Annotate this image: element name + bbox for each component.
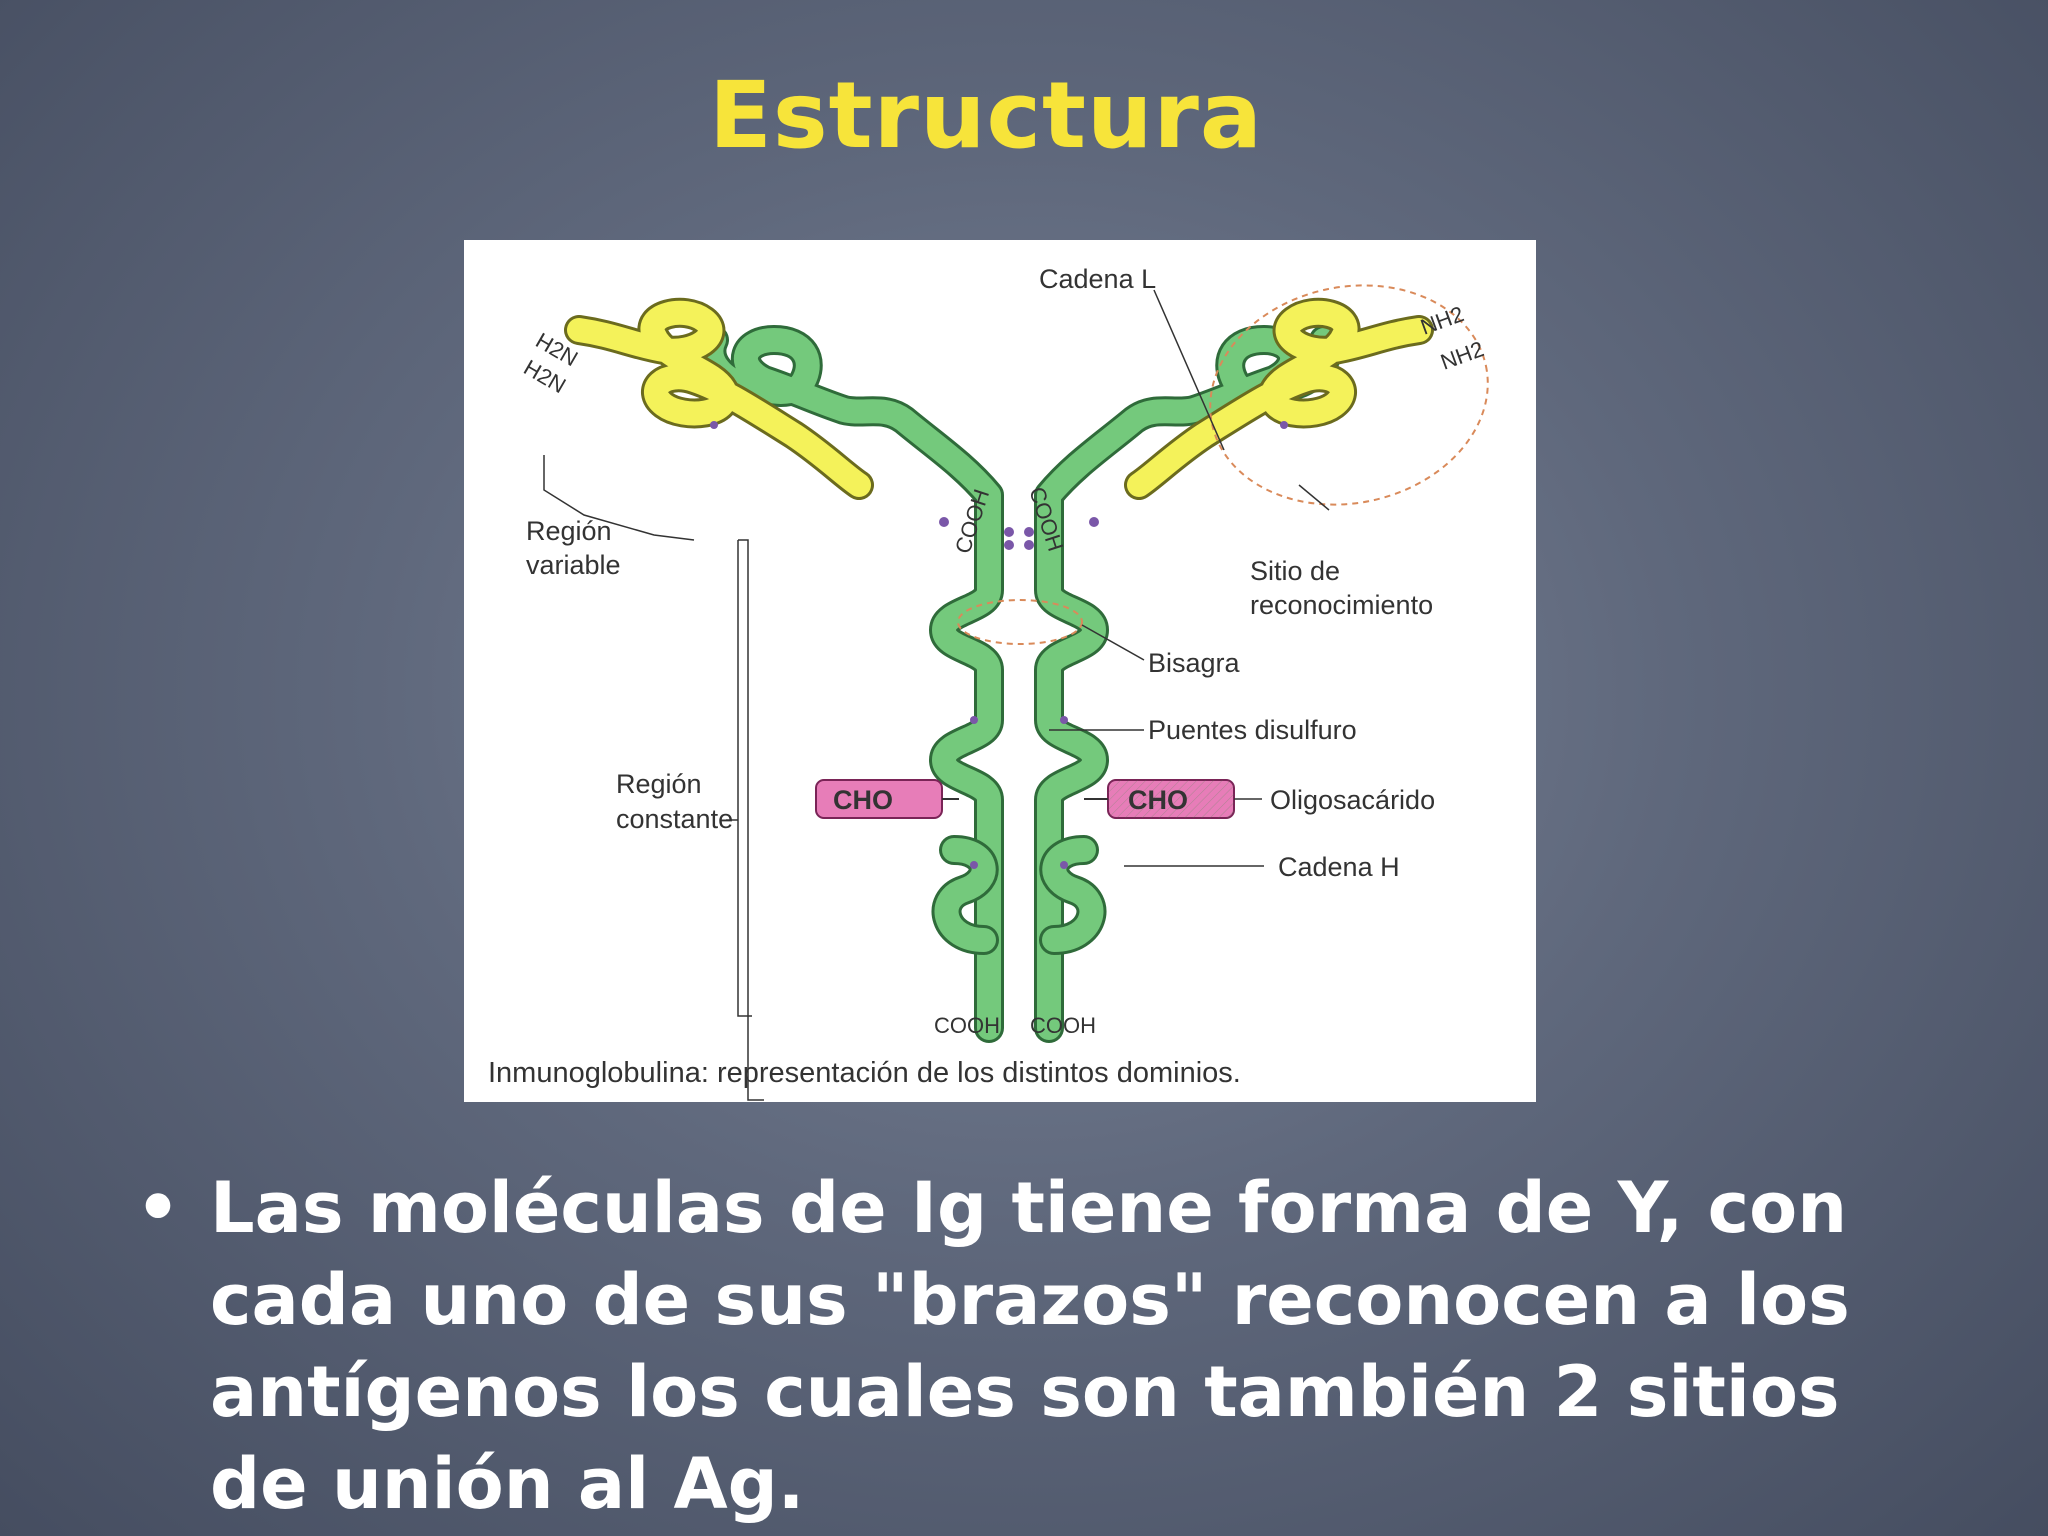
label-puentes: Puentes disulfuro xyxy=(1148,715,1357,745)
antibody-diagram-panel: Cadena L H2N H2N NH2 NH2 Región variable… xyxy=(464,240,1536,1102)
label-cadena-l: Cadena L xyxy=(1039,264,1156,294)
label-sitio-1: Sitio de xyxy=(1250,556,1340,586)
disulfide-bonds xyxy=(710,421,1288,869)
figure-caption: Inmunoglobulina: representación de los d… xyxy=(488,1057,1241,1089)
slide-title: Estructura xyxy=(709,62,1263,169)
label-region-constante-2: constante xyxy=(616,804,733,834)
heavy-chain-left xyxy=(696,325,1004,1043)
label-region-variable-1: Región xyxy=(526,516,612,546)
label-nh2-bottom: NH2 xyxy=(1437,336,1487,375)
antibody-diagram: Cadena L H2N H2N NH2 NH2 Región variable… xyxy=(488,264,1489,1101)
label-nh2-top: NH2 xyxy=(1417,301,1467,340)
constant-domains xyxy=(931,835,1107,955)
leader-lines xyxy=(543,289,1330,1101)
label-region-variable-2: variable xyxy=(526,550,621,580)
hinge-outline xyxy=(957,599,1083,645)
label-cooh-bottom-left: COOH xyxy=(934,1013,1000,1038)
label-sitio-2: reconocimiento xyxy=(1250,590,1433,620)
bullet-marker: • xyxy=(135,1167,181,1249)
light-chain-right xyxy=(1124,297,1434,500)
light-chain-left xyxy=(564,297,874,500)
label-cho-left: CHO xyxy=(833,785,893,815)
label-oligosacarido: Oligosacárido xyxy=(1270,785,1435,815)
label-cho-right: CHO xyxy=(1128,785,1188,815)
label-cadena-h: Cadena H xyxy=(1278,852,1400,882)
label-region-constante-1: Región xyxy=(616,769,702,799)
label-cooh-bottom-right: COOH xyxy=(1030,1013,1096,1038)
carbohydrate-left xyxy=(815,779,959,819)
label-bisagra: Bisagra xyxy=(1148,648,1241,678)
carbohydrate-right xyxy=(1084,779,1235,819)
bullet-text: Las moléculas de Ig tiene forma de Y, co… xyxy=(210,1167,1850,1525)
